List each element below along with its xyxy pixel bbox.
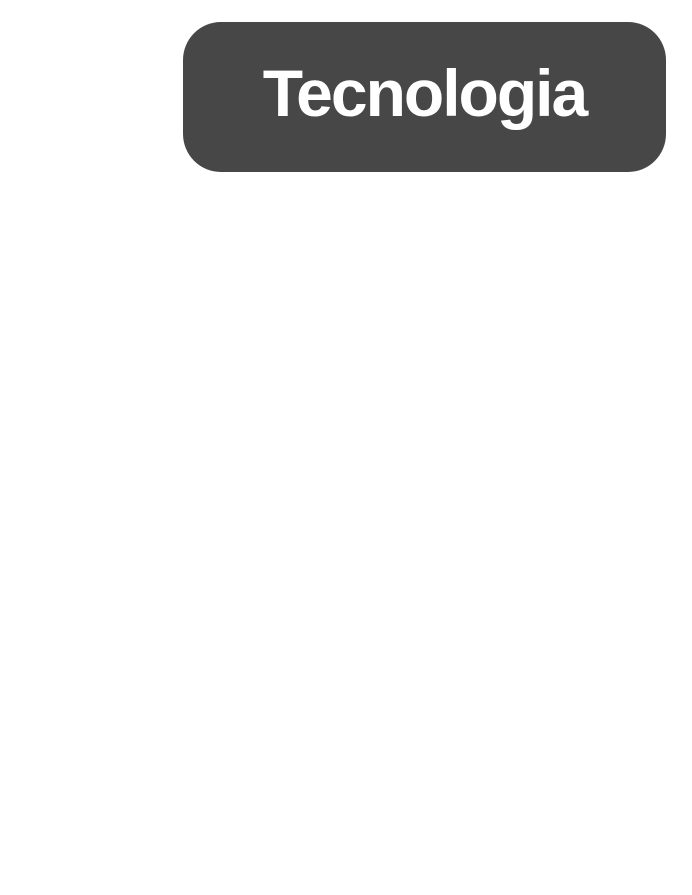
category-tag-label: Tecnologia <box>262 56 588 130</box>
category-tag-button[interactable]: Tecnologia <box>183 22 666 172</box>
